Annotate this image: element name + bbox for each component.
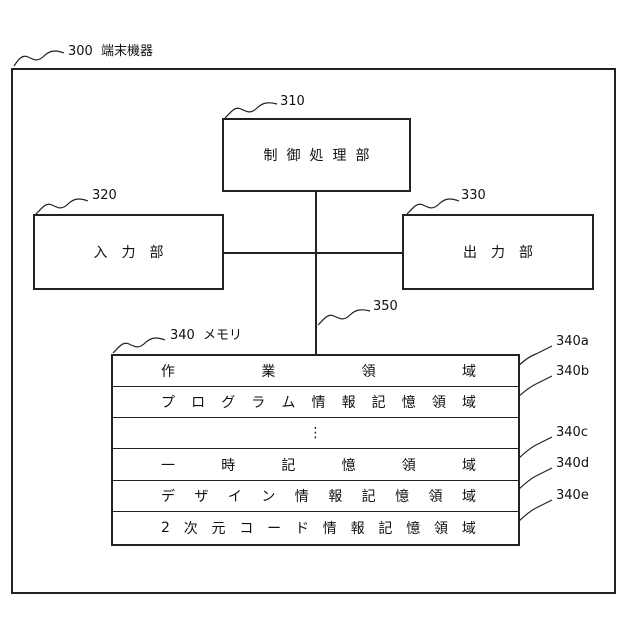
device-label: 300 端末機器 <box>68 44 153 60</box>
control-unit-box: 制御処理部 <box>222 118 411 192</box>
memory-name: メモリ <box>203 328 242 343</box>
device-ref: 300 <box>68 44 93 59</box>
memory-row-char: 元 <box>212 518 226 538</box>
vertical-ellipsis: ⋮ <box>113 425 518 441</box>
memory-row-char: イ <box>228 486 242 506</box>
memory-row-340e: 2次元コード情報記憶領域 <box>113 512 518 544</box>
memory-row-char: 域 <box>462 518 476 538</box>
memory-row-char: 領 <box>434 518 448 538</box>
input-unit-label: 入力部 <box>80 242 178 262</box>
memory-row-char: 情 <box>311 392 325 412</box>
input-unit-box: 入力部 <box>33 214 224 290</box>
output-unit-box: 出力部 <box>402 214 594 290</box>
memory-row-char: デ <box>161 486 175 506</box>
memory-row-char: 憶 <box>402 392 416 412</box>
memory-row-char: プ <box>161 392 175 412</box>
memory-row-char: ム <box>281 392 295 412</box>
memory-row-340d: デザイン情報記憶領域 <box>113 481 518 512</box>
memory-row-char: 憶 <box>406 518 420 538</box>
memory-row-char: ザ <box>194 486 208 506</box>
memory-row-char: 報 <box>342 392 356 412</box>
memory-box: 作業領域 プログラム情報記憶領域 ⋮ 一時記憶領域 デザイン情報記憶領域 2次元… <box>111 354 520 546</box>
memory-row-char: ー <box>267 518 281 538</box>
memory-row-char: 業 <box>261 361 275 381</box>
memory-row-char: 報 <box>328 486 342 506</box>
leader-300 <box>14 51 64 66</box>
memory-row-label: 一時記憶領域 <box>113 455 518 475</box>
memory-row-label: プログラム情報記憶領域 <box>113 392 518 412</box>
memory-row-char: ン <box>261 486 275 506</box>
output-unit-label: 出力部 <box>449 242 547 262</box>
row-ref-340b: 340b <box>556 364 589 380</box>
memory-row-char: 領 <box>362 361 376 381</box>
control-unit-label: 制御処理部 <box>255 145 379 165</box>
device-name: 端末機器 <box>101 44 153 59</box>
memory-row-char: 域 <box>462 486 476 506</box>
memory-row-char: 域 <box>462 455 476 475</box>
memory-label: 340 メモリ <box>170 328 242 344</box>
row-ref-340c: 340c <box>556 425 588 441</box>
memory-row-char: 情 <box>323 518 337 538</box>
memory-row-char: 記 <box>362 486 376 506</box>
memory-row-char: 憶 <box>395 486 409 506</box>
memory-row-char: 報 <box>351 518 365 538</box>
memory-row-char: グ <box>221 392 235 412</box>
memory-row-label: デザイン情報記憶領域 <box>113 486 518 506</box>
input-unit-ref: 320 <box>92 188 117 204</box>
memory-row-char: 領 <box>432 392 446 412</box>
memory-row-char: 域 <box>462 392 476 412</box>
memory-row-340a: 作業領域 <box>113 356 518 387</box>
row-ref-340a: 340a <box>556 334 589 350</box>
memory-row-char: ド <box>295 518 309 538</box>
output-unit-ref: 330 <box>461 188 486 204</box>
memory-row-ellipsis: ⋮ <box>113 418 518 449</box>
row-ref-340e: 340e <box>556 488 589 504</box>
memory-row-char: ラ <box>251 392 265 412</box>
memory-row-340c: 一時記憶領域 <box>113 449 518 481</box>
memory-row-char: ロ <box>191 392 205 412</box>
memory-row-char: 領 <box>402 455 416 475</box>
memory-row-char: 憶 <box>342 455 356 475</box>
memory-row-label: 作業領域 <box>113 361 518 381</box>
memory-row-340b: プログラム情報記憶領域 <box>113 387 518 418</box>
memory-row-char: 記 <box>372 392 386 412</box>
memory-row-char: 時 <box>221 455 235 475</box>
memory-row-char: 域 <box>462 361 476 381</box>
memory-row-char: 2 <box>161 520 170 536</box>
memory-ref: 340 <box>170 328 195 343</box>
memory-row-char: 一 <box>161 455 175 475</box>
memory-row-char: コ <box>239 518 253 538</box>
memory-row-char: 情 <box>295 486 309 506</box>
memory-row-char: 次 <box>184 518 198 538</box>
memory-row-label: 2次元コード情報記憶領域 <box>113 518 518 538</box>
control-unit-ref: 310 <box>280 94 305 110</box>
memory-row-char: 領 <box>429 486 443 506</box>
memory-row-char: 記 <box>281 455 295 475</box>
row-ref-340d: 340d <box>556 456 589 472</box>
memory-row-char: 作 <box>161 361 175 381</box>
memory-row-char: 記 <box>378 518 392 538</box>
bus-ref: 350 <box>373 299 398 315</box>
